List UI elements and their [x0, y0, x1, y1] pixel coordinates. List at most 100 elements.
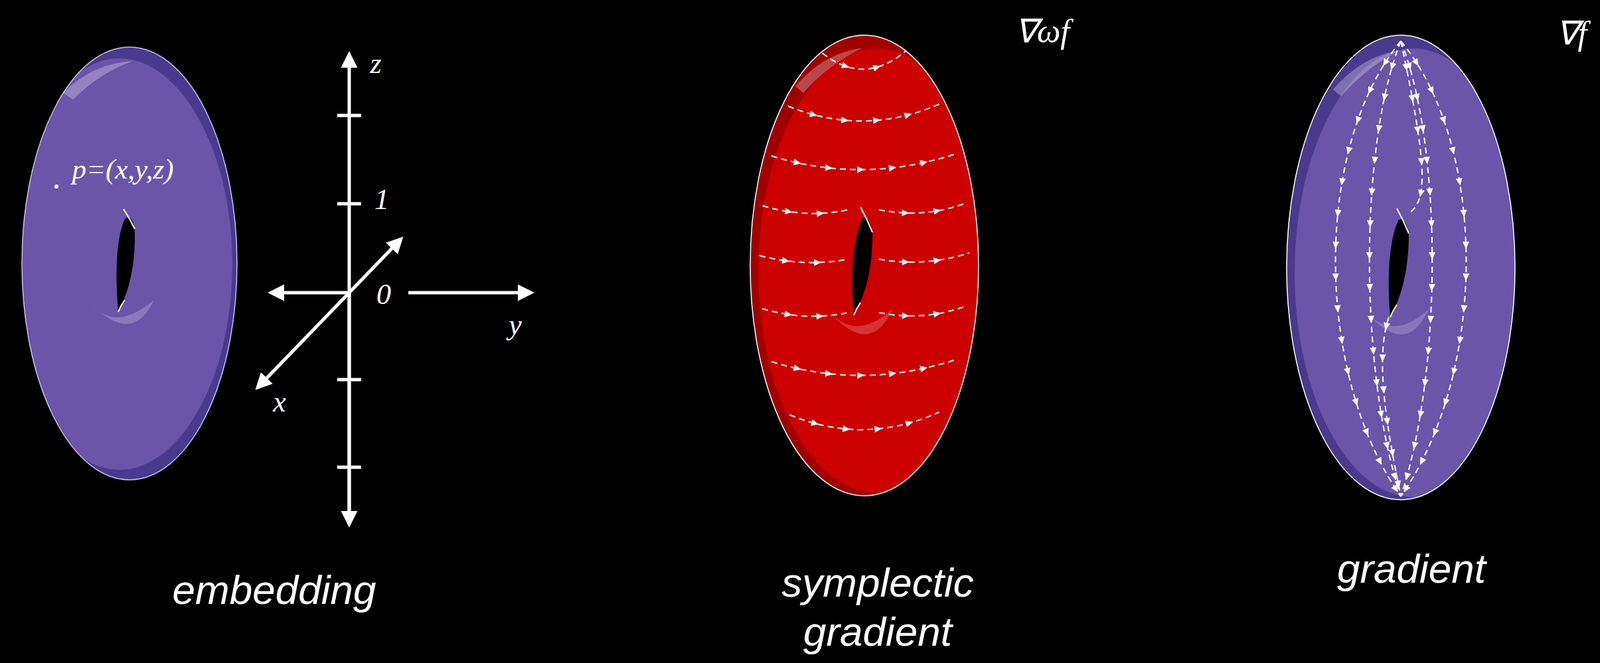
flow-arrowhead: [1376, 124, 1383, 133]
flow-arrowhead: [1390, 472, 1398, 481]
caption: embedding: [172, 565, 377, 615]
flow-arrowhead: [1343, 367, 1351, 376]
flow-arrowhead: [888, 371, 896, 378]
flow-arrowhead: [1427, 86, 1434, 95]
flow-arrowhead: [1369, 347, 1377, 355]
flow-arrowhead: [901, 209, 909, 217]
flow-arrowhead: [1422, 379, 1429, 388]
flow-line: [788, 103, 941, 121]
axis-label: x: [272, 385, 287, 419]
flow-line: [789, 412, 939, 430]
flow-arrowhead: [1433, 428, 1440, 437]
flow-arrowhead: [1355, 115, 1362, 124]
flow-arrowhead: [1382, 441, 1390, 450]
flow-arrowhead: [901, 312, 909, 320]
flow-arrowhead: [1332, 241, 1340, 249]
flow-arrowhead: [1439, 115, 1446, 124]
flow-arrowhead: [919, 160, 928, 167]
flow-arrowhead: [903, 112, 912, 120]
flow-arrowhead: [1403, 484, 1411, 493]
flow-arrowhead: [1451, 367, 1458, 376]
torus-symplectic: [746, 35, 1006, 505]
tick-label: 0: [376, 277, 392, 312]
axes: [257, 54, 532, 525]
flow-arrowhead: [1367, 316, 1375, 324]
flow-arrowhead: [1443, 398, 1450, 407]
flow-arrowhead: [872, 65, 881, 72]
flow-arrowhead: [1339, 177, 1346, 186]
flow-arrowhead: [1368, 86, 1375, 95]
flow-arrowhead: [1425, 347, 1433, 355]
flow-line: [771, 153, 958, 170]
flow-line: [762, 308, 849, 317]
flow-line: [822, 50, 907, 70]
flow-arrowhead: [1362, 428, 1369, 437]
flow-arrowhead: [1420, 456, 1427, 465]
flow-arrowhead: [1372, 379, 1380, 388]
flow-arrowhead: [809, 110, 818, 118]
caption: gradient: [1337, 544, 1486, 594]
flow-arrowhead: [816, 210, 824, 218]
flow-arrowhead: [810, 419, 819, 427]
flow-arrowhead: [841, 61, 850, 68]
flow-arrowhead: [1405, 62, 1413, 71]
flow-arrowhead: [1448, 146, 1456, 155]
flow-arrowhead: [1459, 209, 1467, 218]
flow-line: [879, 306, 967, 317]
flow-arrowhead: [888, 165, 896, 172]
caption: symplectic gradient: [738, 558, 1018, 658]
flow-arrowhead: [1382, 57, 1390, 66]
flow-arrowhead: [1366, 284, 1373, 292]
flow-arrowhead: [782, 256, 791, 264]
flow-arrowhead: [1417, 410, 1425, 419]
flow-arrowhead: [1332, 273, 1340, 281]
flow-arrowhead: [1457, 336, 1464, 345]
flow-arrowhead: [1346, 146, 1354, 155]
flow-line: [1369, 41, 1401, 497]
field-label: ∇ωf: [1015, 11, 1070, 51]
flow-arrowhead: [1375, 456, 1382, 465]
flow-arrowhead: [933, 311, 942, 319]
flow-line: [762, 205, 849, 214]
flow-arrowhead: [919, 365, 928, 373]
flow-arrowhead: [1462, 241, 1470, 249]
flow-arrowhead: [1427, 316, 1435, 324]
flow-arrowhead: [1418, 124, 1426, 133]
flow-line: [1400, 41, 1433, 497]
point-label: p=(x,y,z): [71, 152, 174, 186]
flow-arrowhead: [825, 369, 833, 377]
flow-arrowhead: [933, 257, 942, 265]
flow-arrowhead: [904, 420, 913, 428]
flow-arrowhead: [784, 310, 793, 318]
flow-arrowhead: [1428, 252, 1436, 260]
flow-line: [1382, 41, 1423, 497]
flow-arrowhead: [1413, 92, 1421, 101]
flow-arrowhead: [1462, 273, 1470, 281]
flow-arrowhead: [1394, 480, 1401, 488]
flow-arrowhead: [1366, 220, 1374, 228]
flow-line: [1400, 41, 1466, 497]
flow-arrowhead: [933, 208, 942, 216]
flow-arrowhead: [902, 258, 910, 266]
flow-arrowhead: [1426, 188, 1433, 196]
flow-arrowhead: [1371, 156, 1379, 164]
flow-arrowhead: [1412, 441, 1419, 450]
flow-arrowhead: [1337, 336, 1345, 345]
tick-label: 1: [374, 182, 390, 217]
flow-arrowhead: [873, 117, 881, 125]
flow-arrowhead: [857, 372, 865, 380]
flow-arrowhead: [816, 313, 824, 320]
flow-arrowhead: [1418, 189, 1425, 198]
flow-arrowhead: [1383, 322, 1391, 331]
flow-arrowhead: [1461, 305, 1468, 313]
flow-arrowhead: [1380, 386, 1387, 394]
flow-arrowhead: [1455, 177, 1463, 186]
torus-embedding: [0, 45, 246, 484]
flow-arrowhead: [1414, 126, 1421, 135]
flow-arrowhead: [1388, 448, 1395, 457]
flow-arrowhead: [1366, 252, 1373, 260]
flow-line: [759, 255, 849, 263]
flow-arrowhead: [1390, 62, 1397, 71]
flow-arrowhead: [842, 425, 850, 433]
flow-line: [879, 252, 970, 263]
